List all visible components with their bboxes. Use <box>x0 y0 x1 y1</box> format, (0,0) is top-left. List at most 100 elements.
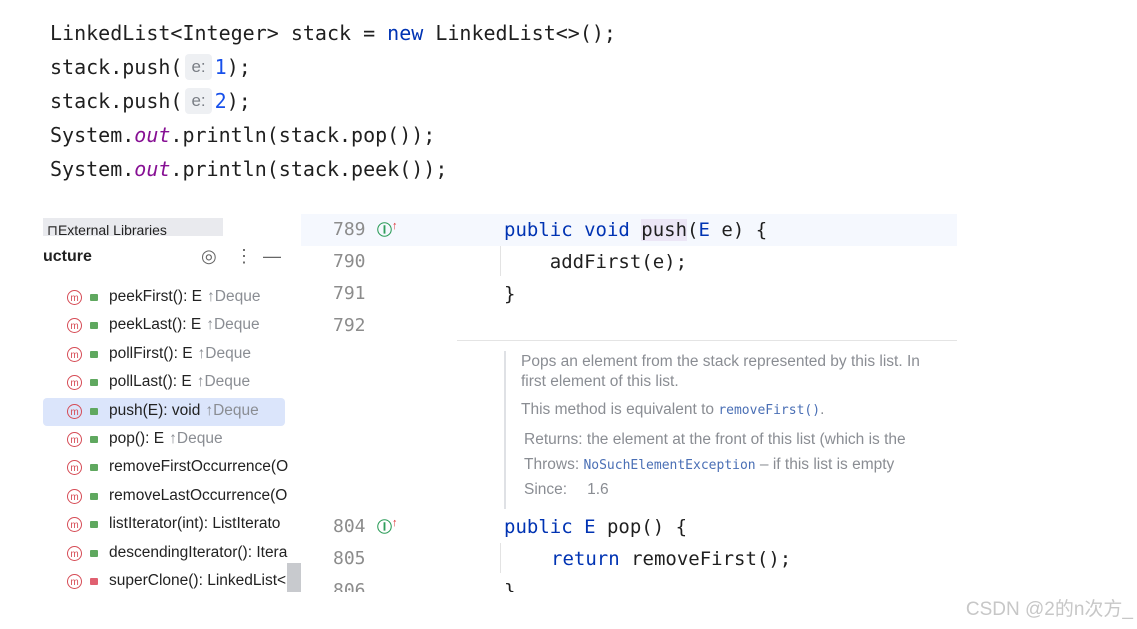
code-text: ( <box>687 219 699 241</box>
indent-guide <box>500 543 501 573</box>
code-text: } <box>504 283 516 305</box>
doc-text: Pops an element from the stack represent… <box>521 353 920 370</box>
method-name: push <box>641 219 688 241</box>
code-text: e) { <box>709 219 768 241</box>
method-icon: m <box>67 290 82 305</box>
structure-item[interactable]: m pop(): E↑Deque <box>43 426 301 454</box>
doc-since-label: Since: <box>524 481 568 498</box>
code-text: LinkedList<>(); <box>423 21 616 45</box>
parameter-hint: e: <box>185 88 212 114</box>
public-lock-icon <box>90 521 98 529</box>
public-lock-icon <box>90 407 98 415</box>
public-lock-icon <box>90 350 98 358</box>
more-options-icon[interactable]: ⋮ <box>235 246 253 266</box>
implements-icon[interactable]: Ⓘ↑ <box>377 517 398 536</box>
javadoc-block: Pops an element from the stack represent… <box>457 340 957 509</box>
method-icon: m <box>67 431 82 447</box>
method-icon: m <box>67 346 82 362</box>
structure-item-origin: ↑Deque <box>205 401 259 419</box>
method-icon: m <box>67 460 82 476</box>
method-icon: m <box>67 545 82 561</box>
editor-line-791[interactable]: 791 } <box>301 278 957 310</box>
implements-icon[interactable]: Ⓘ↑ <box>377 220 398 239</box>
parameter-hint: e: <box>185 54 212 80</box>
doc-text: – if this list is empty <box>755 456 895 473</box>
public-lock-icon <box>90 549 98 557</box>
structure-item[interactable]: m descendingIterator(): Itera <box>43 540 301 568</box>
structure-title: ucture <box>43 248 92 265</box>
structure-item[interactable]: m removeFirstOccurrence(O <box>43 454 301 482</box>
structure-item-label: removeLastOccurrence(O <box>109 486 288 504</box>
structure-item-origin: ↑Deque <box>196 373 251 391</box>
line-number: 804 <box>333 516 366 537</box>
keyword: public <box>504 516 585 538</box>
line-number: 806 <box>333 580 366 592</box>
code-snippet: LinkedList<Integer> stack = new LinkedLi… <box>50 16 616 186</box>
public-lock-icon <box>90 294 98 301</box>
doc-text: first element of this list. <box>521 373 679 390</box>
structure-item-label: removeFirstOccurrence(O <box>109 458 289 476</box>
line-number: 805 <box>333 548 366 569</box>
structure-item-label: peekLast(): E <box>109 316 202 334</box>
public-lock-icon <box>90 492 98 500</box>
structure-item-label: descendingIterator(): Itera <box>109 543 288 561</box>
watermark: CSDN @2的n次方_ <box>965 599 1133 620</box>
editor-line-804[interactable]: 804 Ⓘ↑ public E pop() { <box>301 511 957 543</box>
eye-icon[interactable]: ◎ <box>201 246 217 266</box>
code-text: .println(stack.peek()); <box>170 157 448 181</box>
structure-item-label: pop(): E <box>109 429 165 447</box>
external-libraries-node[interactable]: ⊓External Libraries <box>43 218 223 236</box>
editor-line-790[interactable]: 790 addFirst(e); <box>301 246 957 278</box>
external-libraries-label: External Libraries <box>57 222 167 236</box>
code-line: LinkedList<Integer> stack = new LinkedLi… <box>50 16 616 50</box>
doc-since-value: 1.6 <box>587 481 609 498</box>
field-out: out <box>134 123 171 147</box>
doc-link[interactable]: removeFirst() <box>718 403 821 418</box>
indent-guide <box>500 246 501 276</box>
code-text: System. <box>50 123 135 147</box>
code-text: removeFirst(); <box>619 548 792 570</box>
protected-lock-icon <box>90 577 98 585</box>
line-number: 792 <box>333 315 366 336</box>
structure-header-icons: ◎ ⋮ — <box>201 246 291 268</box>
editor-line-789[interactable]: 789 Ⓘ↑ public void push(E e) { <box>301 214 957 246</box>
field-out: out <box>134 157 171 181</box>
editor-line-806[interactable]: 806 } <box>301 575 957 592</box>
editor-line-805[interactable]: 805 return removeFirst(); <box>301 543 957 575</box>
structure-item-origin: ↑Deque <box>206 316 260 334</box>
structure-item-label: superClone(): LinkedList< <box>109 571 287 589</box>
code-text: stack.push( <box>50 89 183 113</box>
doc-link[interactable]: NoSuchElementException <box>583 458 756 473</box>
code-text: } <box>504 580 516 592</box>
keyword-new: new <box>387 21 424 45</box>
scrollbar[interactable] <box>287 563 301 592</box>
structure-item-label: pollLast(): E <box>109 373 192 391</box>
code-text: ); <box>226 89 251 113</box>
doc-text: . <box>820 401 825 418</box>
line-number: 791 <box>333 283 366 304</box>
minimize-icon[interactable]: — <box>263 246 281 266</box>
code-line: stack.push(e:2); <box>50 84 616 118</box>
public-lock-icon <box>90 379 98 387</box>
structure-item-origin: ↑Deque <box>197 344 251 362</box>
method-icon: m <box>67 375 82 391</box>
method-icon: m <box>67 403 82 419</box>
doc-text: This method is equivalent to <box>521 401 719 418</box>
type-param: E <box>698 219 710 241</box>
code-editor: 789 Ⓘ↑ public void push(E e) { 790 addFi… <box>301 208 957 592</box>
code-text: stack.push( <box>50 55 183 79</box>
code-line: System.out.println(stack.pop()); <box>50 118 616 152</box>
structure-item[interactable]: m pollLast(): E↑Deque <box>43 369 301 397</box>
code-text: pop() { <box>595 516 688 538</box>
structure-item-origin: ↑Deque <box>169 429 223 447</box>
structure-item-label: peekFirst(): E <box>109 288 203 305</box>
editor-line-792[interactable]: 792 <box>301 310 957 342</box>
code-text: addFirst(e); <box>504 251 688 273</box>
